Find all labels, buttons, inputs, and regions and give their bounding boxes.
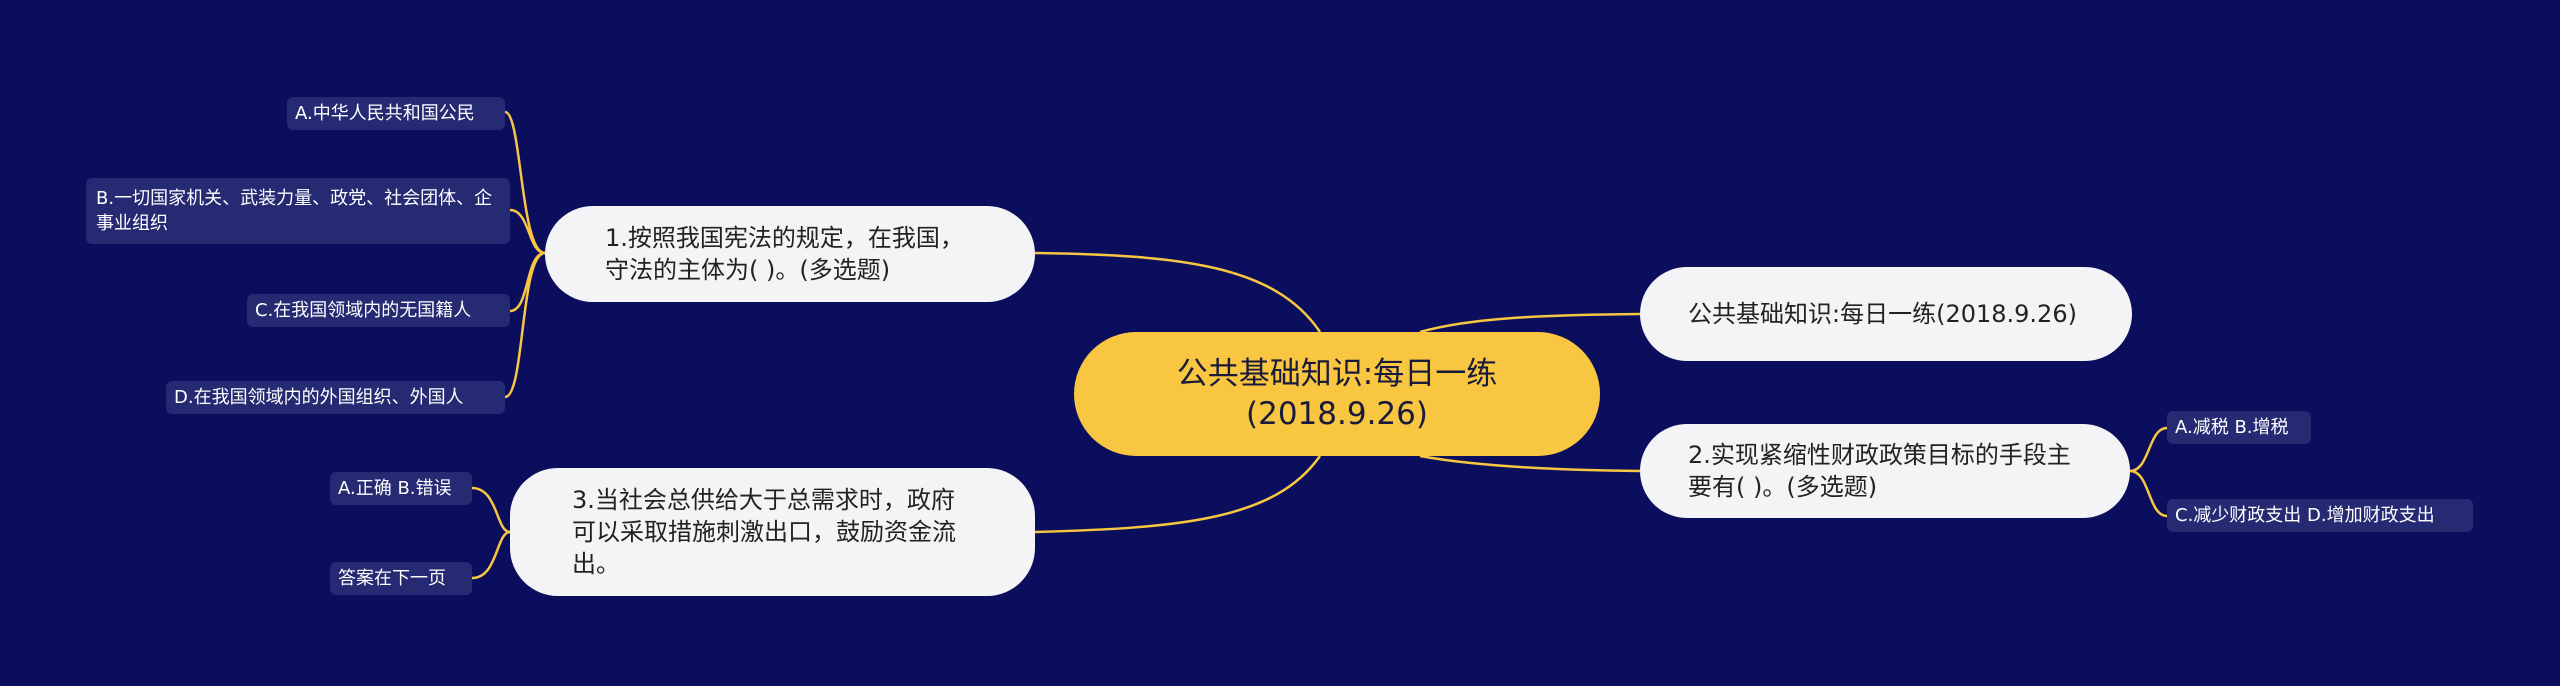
leaf-q1-option-d[interactable]: D.在我国领域内的外国组织、外国人 <box>166 381 505 414</box>
leaf-q2-option-cd[interactable]: C.减少财政支出 D.增加财政支出 <box>2167 499 2473 532</box>
topic-title-label: 公共基础知识:每日一练(2018.9.26) <box>1688 300 2077 328</box>
leaf-q1-option-a-label: A.中华人民共和国公民 <box>295 103 475 124</box>
connector-q1-b <box>509 208 546 255</box>
topic-question-1-label: 1.按照我国宪法的规定，在我国，守法的主体为( )。(多选题) <box>605 224 964 284</box>
topic-title[interactable]: 公共基础知识:每日一练(2018.9.26) <box>1640 267 2132 361</box>
root-topic[interactable]: 公共基础知识:每日一练(2018.9.26) <box>1074 332 1600 456</box>
leaf-q2-option-ab[interactable]: A.减税 B.增税 <box>2167 411 2311 444</box>
connector-q1-c <box>509 251 546 313</box>
connector-q1-a <box>504 110 546 255</box>
leaf-q2-option-cd-label: C.减少财政支出 D.增加财政支出 <box>2175 505 2435 526</box>
connector-q3-b <box>471 530 511 580</box>
topic-question-1[interactable]: 1.按照我国宪法的规定，在我国，守法的主体为( )。(多选题) <box>545 206 1035 302</box>
leaf-q3-answer-next-page[interactable]: 答案在下一页 <box>330 562 472 595</box>
leaf-q1-option-a[interactable]: A.中华人民共和国公民 <box>287 97 505 130</box>
connector-root-q3 <box>1034 455 1322 534</box>
leaf-q3-option-ab[interactable]: A.正确 B.错误 <box>330 472 472 505</box>
topic-question-3[interactable]: 3.当社会总供给大于总需求时，政府可以采取措施刺激出口，鼓励资金流出。 <box>510 468 1035 596</box>
leaf-q1-option-b[interactable]: B.一切国家机关、武装力量、政党、社会团体、企事业组织 <box>86 178 510 244</box>
connector-root-title <box>1419 312 1641 334</box>
leaf-q3-option-ab-label: A.正确 B.错误 <box>338 478 452 499</box>
leaf-q2-option-ab-label: A.减税 B.增税 <box>2175 417 2289 438</box>
leaf-q1-option-b-label: B.一切国家机关、武装力量、政党、社会团体、企事业组织 <box>96 188 493 234</box>
connector-q1-d <box>504 251 546 399</box>
connector-q3-a <box>471 486 511 534</box>
connector-q2-b <box>2129 469 2168 518</box>
connector-q2-a <box>2129 426 2168 473</box>
topic-question-2[interactable]: 2.实现紧缩性财政政策目标的手段主要有( )。(多选题) <box>1640 424 2130 518</box>
leaf-q1-option-c[interactable]: C.在我国领域内的无国籍人 <box>247 294 510 327</box>
leaf-q3-answer-next-page-label: 答案在下一页 <box>338 568 446 589</box>
topic-question-3-label: 3.当社会总供给大于总需求时，政府可以采取措施刺激出口，鼓励资金流出。 <box>572 486 956 578</box>
root-topic-label: 公共基础知识:每日一练(2018.9.26) <box>1176 356 1498 432</box>
connector-root-q2 <box>1419 454 1641 473</box>
connector-root-q1 <box>1034 251 1322 333</box>
leaf-q1-option-c-label: C.在我国领域内的无国籍人 <box>255 300 472 321</box>
topic-question-2-label: 2.实现紧缩性财政政策目标的手段主要有( )。(多选题) <box>1688 441 2071 501</box>
leaf-q1-option-d-label: D.在我国领域内的外国组织、外国人 <box>174 387 464 408</box>
